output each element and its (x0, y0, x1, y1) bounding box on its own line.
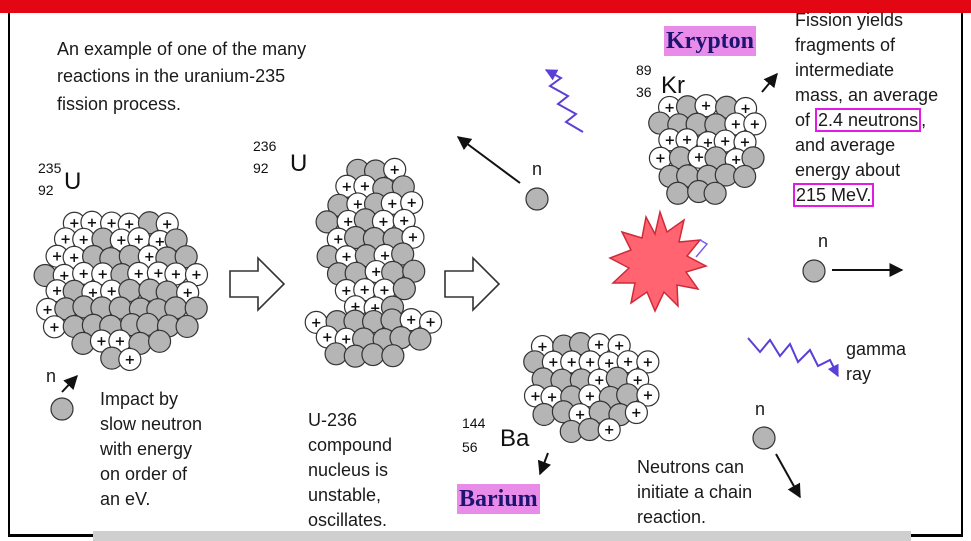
neutron-particle (325, 343, 347, 365)
proton-plus-sign: + (701, 99, 712, 114)
proton-plus-sign: + (399, 214, 410, 229)
proton-plus-sign: + (585, 355, 596, 370)
neutron-particle (533, 403, 555, 425)
proton-plus-sign: + (548, 356, 559, 371)
proton-plus-sign: + (642, 355, 653, 370)
proton-plus-sign: + (124, 353, 135, 368)
proton-plus-sign: + (379, 284, 390, 299)
proton-plus-sign: + (60, 232, 71, 247)
neutron-particle (149, 330, 171, 352)
proton-plus-sign: + (566, 355, 577, 370)
neutron-particle (579, 419, 601, 441)
proton-plus-sign: + (359, 180, 370, 195)
proton-plus-sign: + (86, 216, 97, 231)
proton-plus-sign: + (341, 180, 352, 195)
proton-plus-sign: + (191, 268, 202, 283)
proton-plus-sign: + (106, 285, 117, 300)
neutron-3 (753, 427, 775, 449)
proton-plus-sign: + (694, 151, 705, 166)
proton-plus-sign: + (749, 117, 760, 132)
proton-plus-sign: + (664, 133, 675, 148)
gamma-ray-2 (748, 338, 838, 376)
proton-plus-sign: + (97, 267, 108, 282)
proton-plus-sign: + (96, 335, 107, 350)
proton-plus-sign: + (631, 406, 642, 421)
proton-plus-sign: + (584, 389, 595, 404)
proton-plus-sign: + (682, 133, 693, 148)
proton-plus-sign: + (594, 338, 605, 353)
proton-plus-sign: + (389, 163, 400, 178)
proton-plus-sign: + (322, 330, 333, 345)
proton-plus-sign: + (378, 215, 389, 230)
proton-plus-sign: + (78, 267, 89, 282)
proton-plus-sign: + (52, 250, 63, 265)
proton-plus-sign: + (655, 152, 666, 167)
proton-plus-sign: + (530, 389, 541, 404)
proton-plus-sign: + (406, 313, 417, 328)
proton-plus-sign: + (333, 233, 344, 248)
proton-plus-sign: + (52, 284, 63, 299)
neutron-particle (362, 344, 384, 366)
proton-plus-sign: + (78, 233, 89, 248)
gamma-ray-1 (546, 70, 583, 132)
u235-nucleus: +++++++++++++++++++++++++++++ (34, 211, 207, 370)
neutron-particle (667, 182, 689, 204)
proton-plus-sign: + (407, 231, 418, 246)
neutron-3-arrow (776, 454, 800, 497)
barium-arrow (540, 453, 548, 474)
neutron-particle (734, 165, 756, 187)
proton-plus-sign: + (133, 232, 144, 247)
proton-plus-sign: + (114, 334, 125, 349)
proton-plus-sign: + (730, 117, 741, 132)
incoming-neutron-arrow (62, 376, 77, 392)
proton-plus-sign: + (406, 196, 417, 211)
proton-plus-sign: + (604, 423, 615, 438)
proton-plus-sign: + (371, 265, 382, 280)
proton-plus-sign: + (133, 267, 144, 282)
neutron-1-arrow (458, 137, 520, 183)
proton-plus-sign: + (425, 316, 436, 331)
u236-compound-nucleus: ++++++++++++++++++++++++ (305, 158, 441, 367)
proton-plus-sign: + (170, 267, 181, 282)
neutron-particle (409, 328, 431, 350)
proton-plus-sign: + (642, 389, 653, 404)
proton-plus-sign: + (359, 283, 370, 298)
process-arrow-2 (445, 258, 499, 310)
proton-plus-sign: + (153, 266, 164, 281)
proton-plus-sign: + (49, 320, 60, 335)
proton-plus-sign: + (720, 135, 731, 150)
proton-plus-sign: + (623, 355, 634, 370)
neutron-incoming (51, 398, 73, 420)
neutron-particle (382, 345, 404, 367)
neutron-particle (704, 182, 726, 204)
neutron-particle (176, 315, 198, 337)
neutron-1 (526, 188, 548, 210)
krypton-nucleus: +++++++++++++ (649, 95, 766, 205)
fission-flash (610, 212, 706, 311)
barium-nucleus: ++++++++++++++++++ (524, 333, 659, 443)
neutron-2 (803, 260, 825, 282)
krypton-arrow (762, 74, 777, 92)
process-arrow-1 (230, 258, 284, 310)
proton-plus-sign: + (387, 197, 398, 212)
